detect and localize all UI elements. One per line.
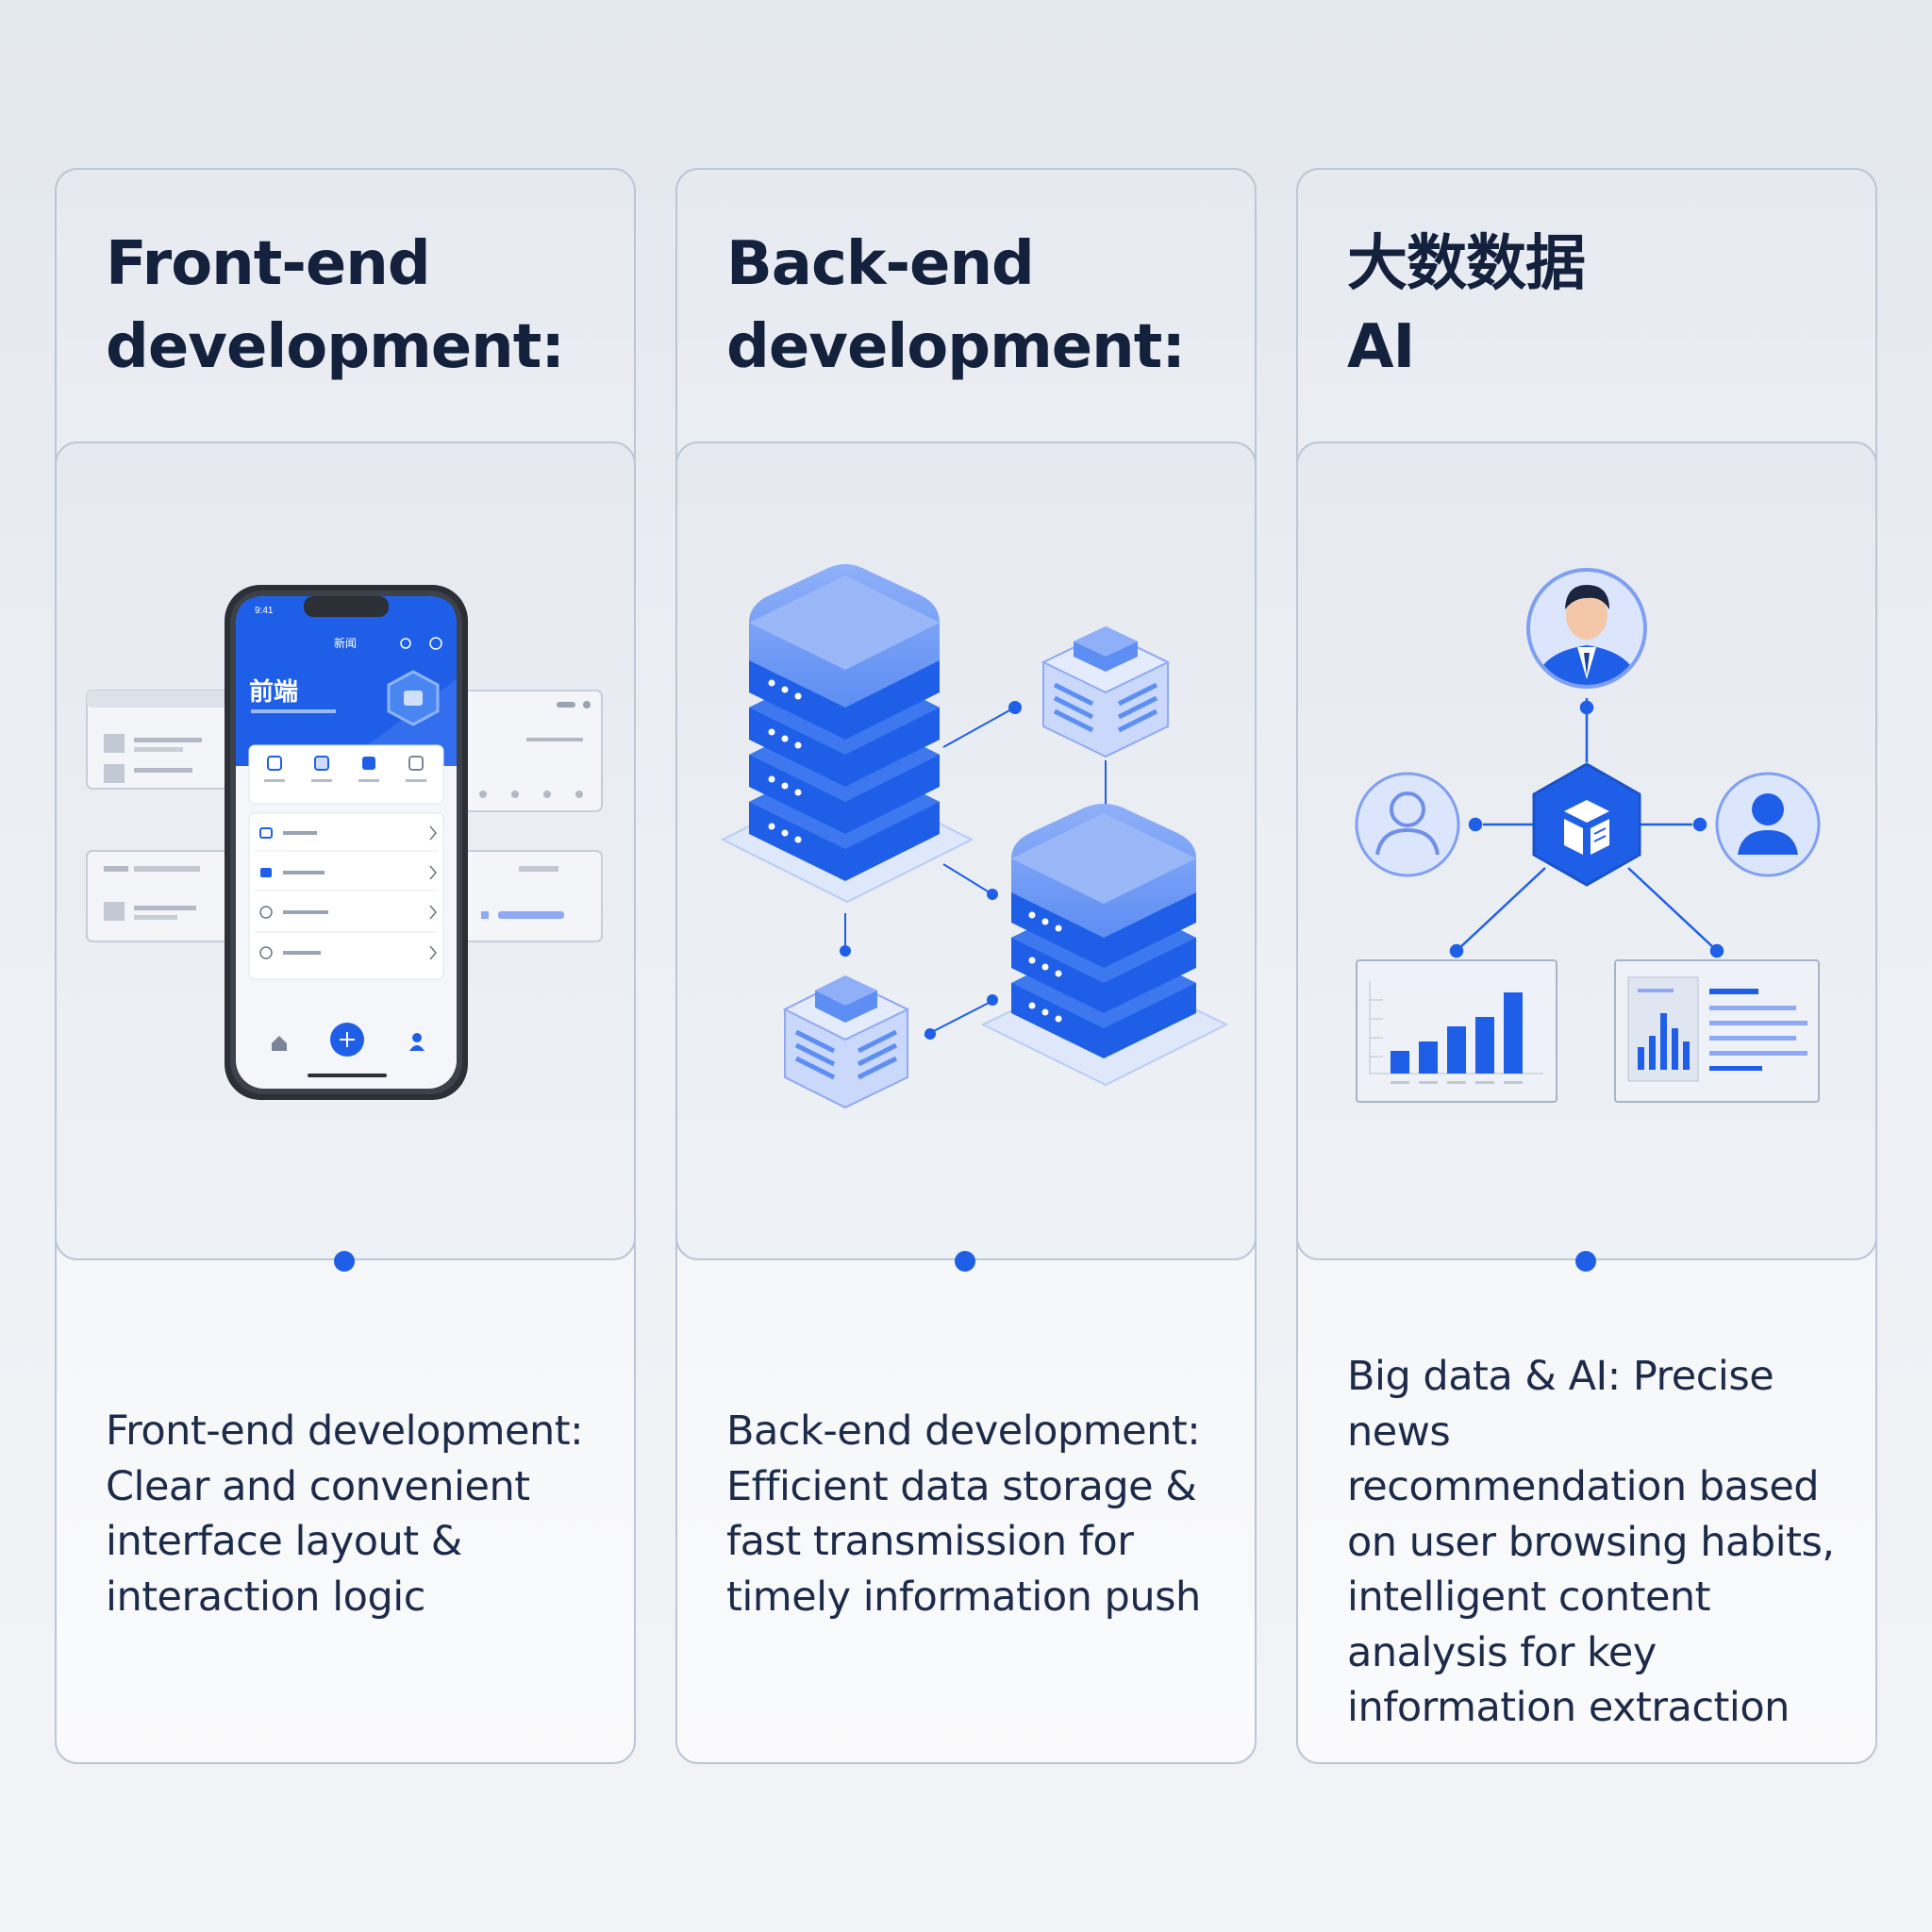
server-stack-medium	[980, 804, 1229, 1087]
background-window-left-bottom	[86, 850, 258, 942]
background-window-left-top	[86, 690, 258, 790]
card-header: Back-end development:	[675, 168, 1257, 441]
data-box-top-right	[1041, 626, 1171, 758]
card-title: 大数数据 AI	[1347, 229, 1586, 382]
card-description: Back-end development: Efficient data sto…	[726, 1407, 1201, 1621]
user-filled-icon	[1715, 772, 1821, 877]
connector-dot	[955, 1251, 975, 1272]
smartphone: 9:41 新闻 前端	[225, 585, 468, 1100]
card-front-end: Front-end development:	[55, 168, 636, 1764]
card-big-data-ai: 大数数据 AI	[1296, 168, 1877, 1764]
server-network-icon	[720, 564, 1229, 1109]
card-header: 大数数据 AI	[1296, 168, 1877, 441]
background-window-right-bottom	[461, 850, 603, 942]
phone-bottom-nav	[272, 1023, 425, 1077]
phone-settings-icon	[429, 637, 442, 650]
smartphone-app-icon: 9:41 新闻 前端	[86, 585, 603, 1100]
report-card	[1614, 959, 1820, 1103]
server-stack-large	[720, 564, 974, 904]
ai-user-network-icon	[1355, 568, 1821, 1103]
phone-list	[255, 825, 438, 960]
card-header: Front-end development:	[55, 168, 636, 441]
connector-dot	[334, 1251, 355, 1272]
card-title: Front-end development:	[106, 229, 565, 382]
illustration-panel	[675, 441, 1257, 1260]
phone-header-title: 新闻	[334, 636, 357, 650]
user-outline-icon	[1355, 772, 1460, 877]
status-time: 9:41	[255, 606, 274, 616]
network-connectors	[1449, 698, 1724, 958]
card-title: Back-end development:	[726, 229, 1186, 382]
phone-banner-title: 前端	[249, 677, 298, 707]
connector-dot	[1575, 1251, 1596, 1272]
card-description: Big data & AI: Precise news recommendati…	[1347, 1353, 1835, 1731]
ai-hub-icon	[1532, 762, 1641, 887]
data-box-bottom-left	[782, 975, 910, 1109]
illustration-panel	[1296, 441, 1877, 1260]
card-back-end: Back-end development:	[675, 168, 1257, 1764]
bar-chart-card	[1356, 959, 1557, 1103]
background-window-right-top	[461, 690, 603, 812]
phone-search-icon	[400, 638, 411, 649]
card-description: Front-end development: Clear and conveni…	[106, 1407, 584, 1621]
illustration-panel: 9:41 新闻 前端	[55, 441, 636, 1260]
user-avatar-icon	[1526, 568, 1647, 689]
